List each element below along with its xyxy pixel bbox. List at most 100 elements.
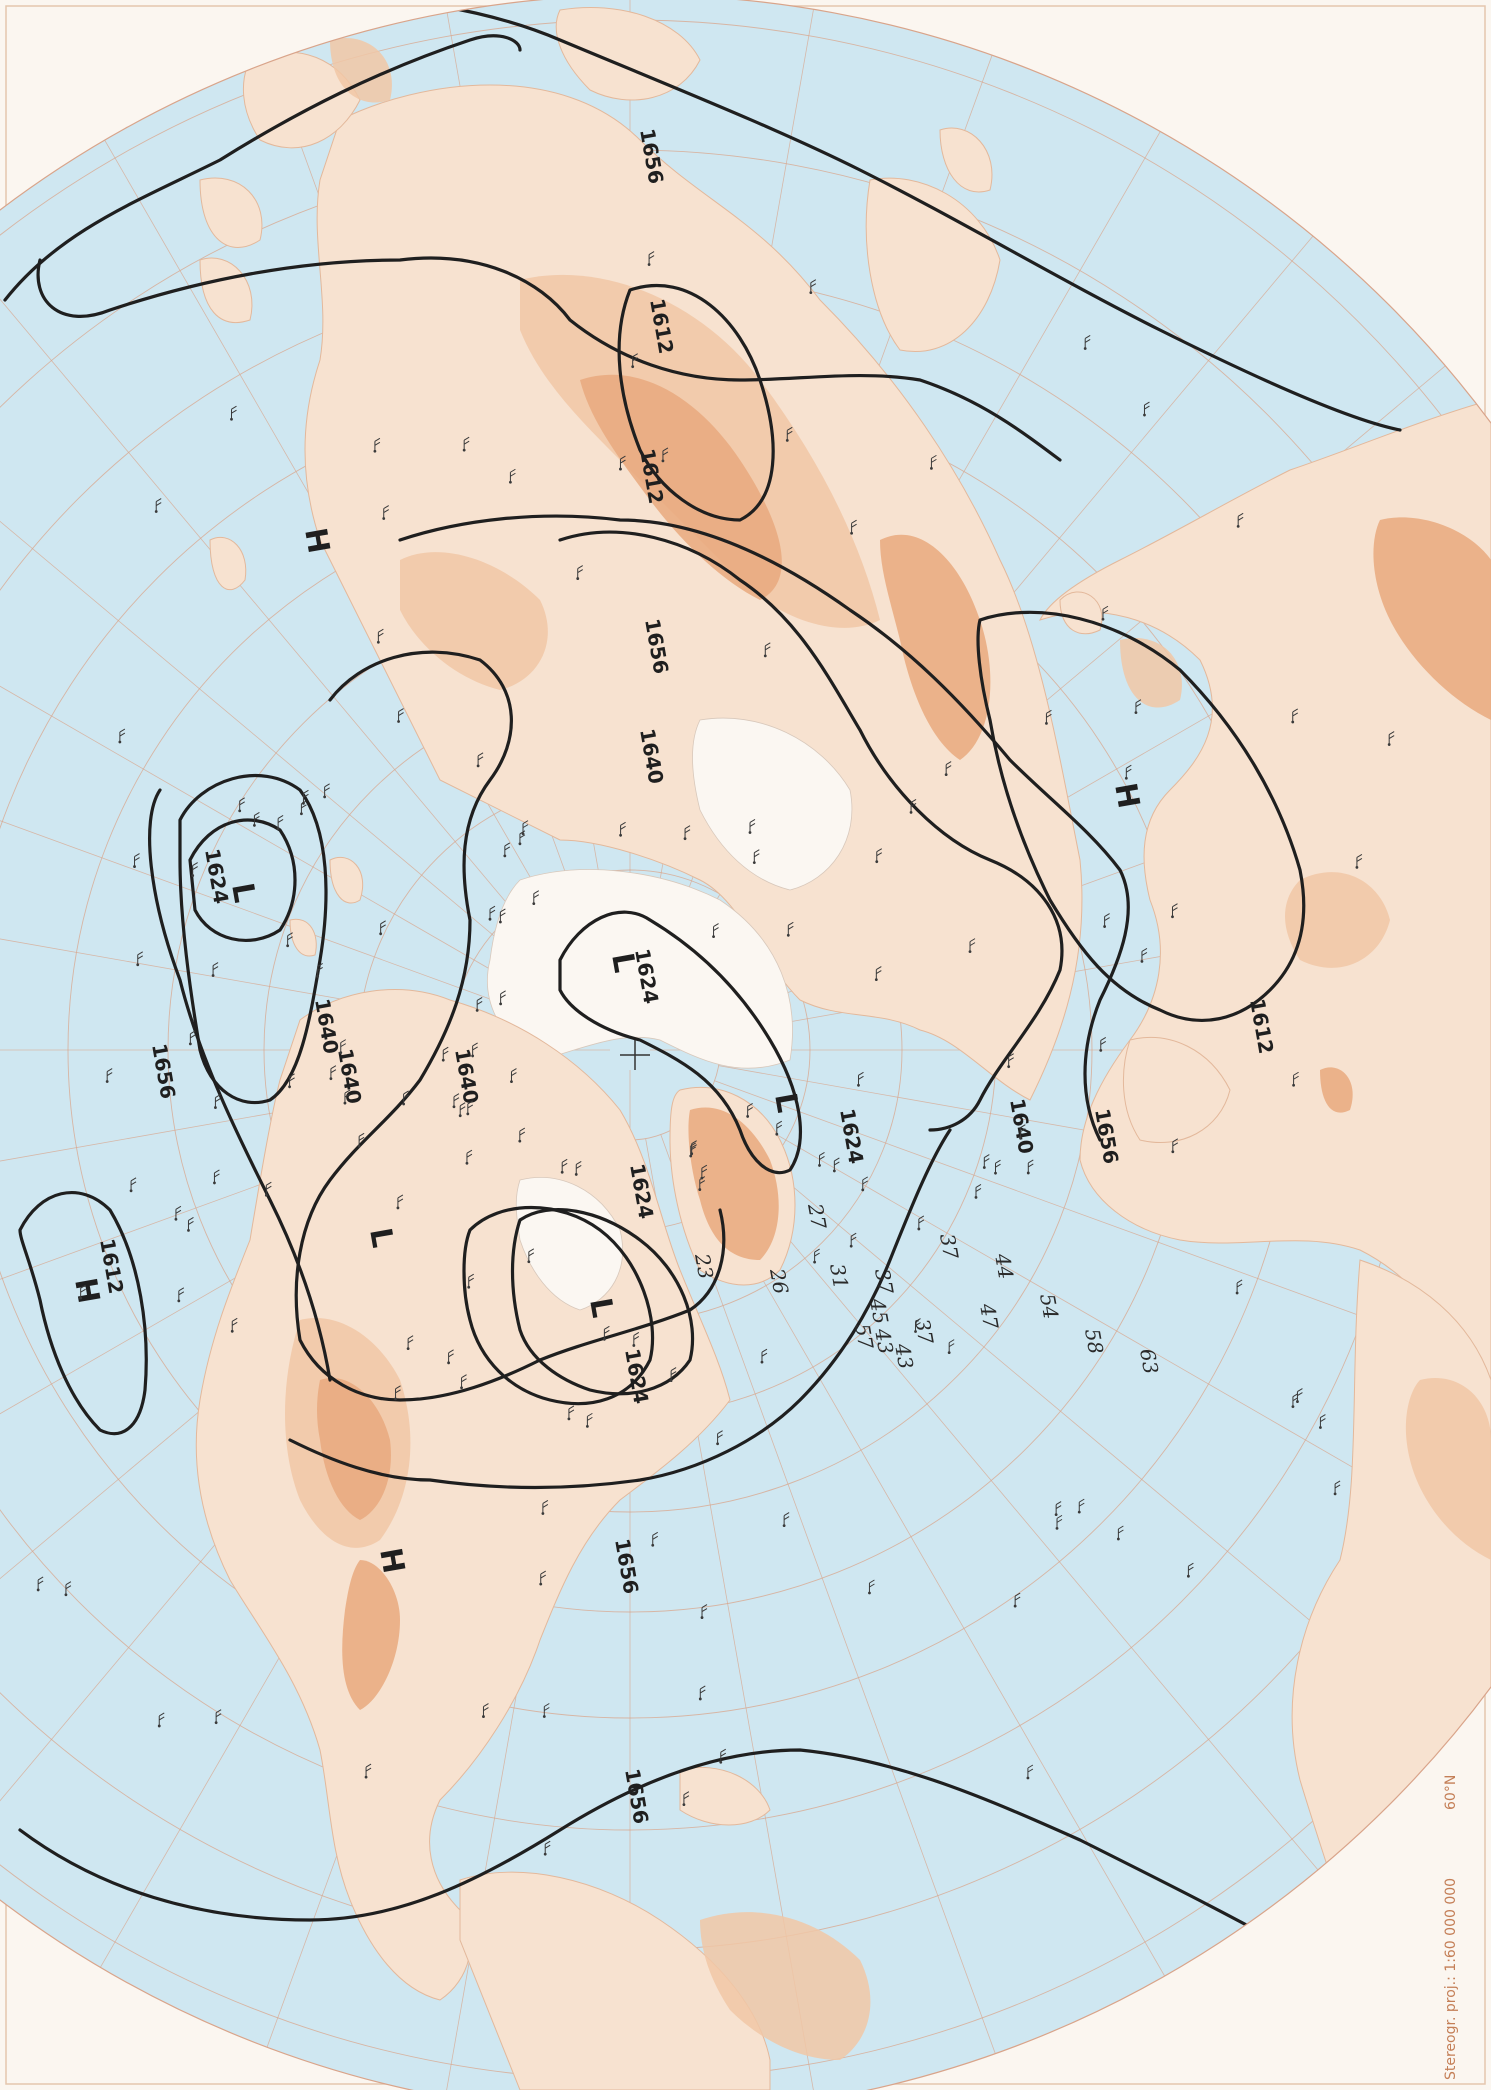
station-dot [458, 1114, 462, 1118]
station-dot [541, 1512, 545, 1515]
station-dot [689, 1154, 693, 1158]
station-wind-barb [289, 1073, 295, 1087]
station-dot [850, 531, 853, 535]
station-wind-barb [648, 251, 655, 265]
station-dot [211, 974, 215, 977]
station-wind-barb [851, 519, 857, 534]
station-wind-barb [684, 825, 691, 839]
station-dot [1083, 347, 1087, 350]
high-center-east: H [1107, 780, 1146, 811]
station-dot [214, 1721, 218, 1725]
station-dot [1103, 925, 1107, 928]
station-wind-barb [324, 783, 330, 797]
station-wind-barb [776, 1120, 783, 1135]
station-wind-barb [287, 932, 293, 946]
station-dot [1292, 1083, 1295, 1087]
station-dot [700, 1616, 704, 1619]
station-wind-barb [230, 405, 237, 420]
station-wind-barb [476, 996, 483, 1011]
station-dot [585, 1424, 589, 1428]
station-wind-barb [975, 1183, 982, 1198]
hand-value: 63 [1135, 1347, 1163, 1376]
station-wind-barb [543, 1703, 550, 1717]
station-dot [1026, 1171, 1030, 1175]
station-dot [191, 874, 195, 877]
station-wind-barb [106, 1068, 113, 1082]
station-dot [288, 1085, 291, 1089]
station-wind-barb [519, 830, 526, 844]
station-wind-barb [910, 798, 917, 813]
station-dot [1007, 1065, 1011, 1069]
station-wind-barb [80, 1284, 86, 1299]
station-wind-barb [620, 821, 626, 836]
station-wind-barb [442, 1046, 449, 1061]
station-wind-barb [683, 1791, 690, 1805]
station-dot [542, 1715, 546, 1718]
station-dot [1101, 617, 1105, 621]
station-wind-barb [749, 819, 756, 833]
station-wind-barb [1171, 903, 1178, 917]
station-wind-barb [1104, 913, 1110, 927]
station-dot [647, 263, 651, 266]
station-dot [700, 1176, 704, 1180]
station-dot [968, 950, 972, 954]
station-dot [752, 861, 756, 865]
station-wind-barb [875, 966, 882, 980]
station-wind-barb [137, 951, 144, 965]
station-dot [631, 365, 635, 369]
station-wind-barb [37, 1576, 44, 1590]
station-wind-barb [915, 1318, 921, 1332]
station-dot [775, 1132, 779, 1136]
station-wind-barb [1187, 1562, 1194, 1577]
station-wind-barb [380, 920, 386, 934]
station-dot [177, 1299, 181, 1303]
station-wind-barb [818, 1152, 825, 1166]
station-dot [136, 963, 140, 967]
station-dot [471, 1054, 475, 1058]
station-wind-barb [717, 1430, 723, 1444]
station-dot [36, 1588, 40, 1592]
meridian-line [0, 673, 546, 1020]
hand-value: 37 [935, 1232, 963, 1262]
station-wind-barb [1172, 1138, 1179, 1152]
station-dot [1291, 720, 1295, 724]
station-dot [683, 837, 687, 841]
station-dot [343, 1101, 347, 1105]
station-wind-barb [1237, 512, 1244, 527]
contour-1612-siberia [617, 283, 775, 522]
station-dot [452, 1105, 456, 1109]
station-wind-barb [1296, 1388, 1303, 1402]
station-dot [364, 1775, 368, 1779]
station-dot [1026, 1776, 1030, 1780]
station-wind-barb [1388, 731, 1395, 745]
station-wind-barb [1084, 335, 1091, 349]
station-wind-barb [1135, 699, 1142, 713]
station-dot [782, 1524, 786, 1527]
station-wind-barb [1014, 1592, 1021, 1607]
station-dot [521, 832, 525, 836]
station-dot [1054, 1513, 1058, 1516]
pressure-centers: H H H H L L L L L [67, 525, 1146, 1576]
pacific-islands [209, 536, 364, 957]
station-dot [857, 1083, 860, 1087]
station-dot [447, 1361, 450, 1365]
station-wind-barb [461, 1374, 467, 1388]
station-dot [339, 1051, 343, 1055]
station-wind-barb [753, 849, 760, 863]
hand-value: 47 [975, 1301, 1003, 1331]
station-wind-barb [522, 820, 529, 834]
station-dot [1018, 1136, 1022, 1140]
station-dot [1355, 865, 1359, 869]
station-dot [1124, 776, 1128, 780]
station-dot [394, 1397, 397, 1401]
station-wind-barb [1008, 1053, 1014, 1067]
station-dot [188, 1042, 192, 1046]
station-dot [230, 417, 233, 421]
station-dot [503, 854, 507, 858]
station-wind-barb [477, 752, 484, 766]
station-dot [748, 831, 752, 834]
station-dot [133, 865, 136, 868]
station-wind-barb [1056, 1514, 1063, 1529]
handwritten-values: 27 23 26 31 37 37 37 43 44 47 54 58 63 5… [690, 1201, 1163, 1376]
